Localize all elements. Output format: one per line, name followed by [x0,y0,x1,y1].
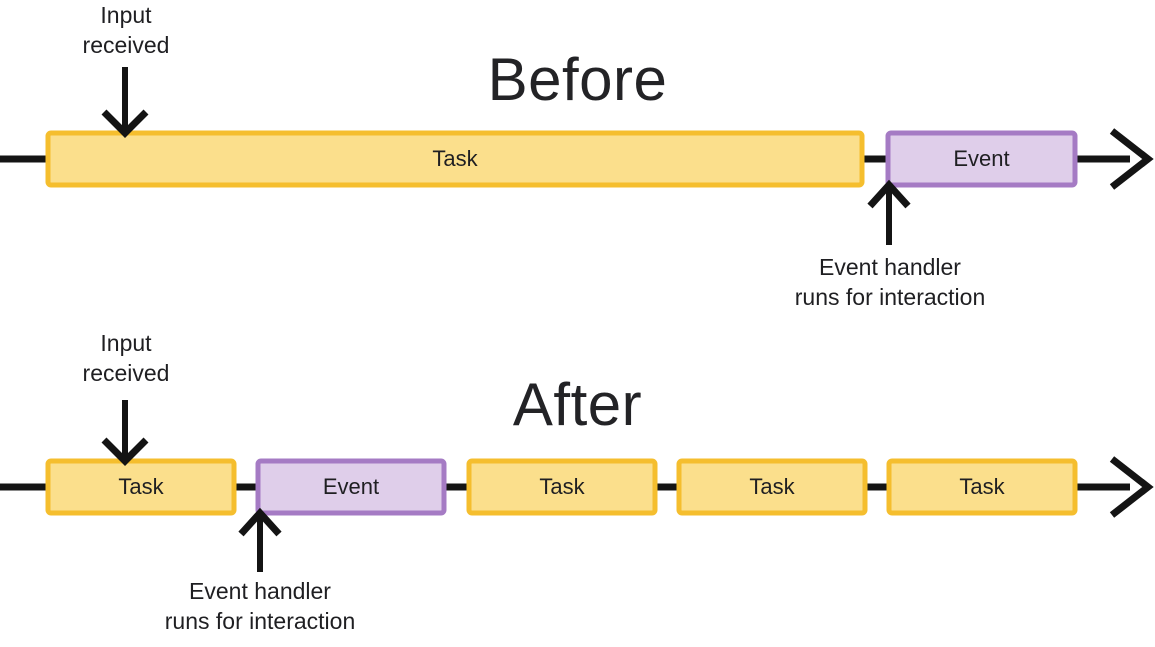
block-task-after-1[interactable] [45,458,237,516]
block-label-event-before-2: Event [953,146,1010,171]
block-label-task-before-1: Task [432,146,478,171]
section-title-after: After [512,371,643,438]
block-label-task-after-3: Task [539,474,585,499]
block-task-after-3[interactable] [676,458,868,516]
annotation-event-handler-before: Event handler runs for interaction [794,254,986,310]
block-task-after-4[interactable] [886,458,1078,516]
block-event-before-1[interactable] [885,130,1078,188]
arrow-head-handler-before [867,179,911,209]
block-label-task-after-1: Task [118,474,164,499]
section-title-before: Before [487,46,668,113]
arrow-head-input-before [101,109,149,138]
annotation-event-handler-after: Event handler runs for interaction [164,578,356,634]
block-event-after-1[interactable] [255,458,447,516]
block-task-after-2[interactable] [466,458,658,516]
block-label-task-after-4: Task [749,474,795,499]
block-label-task-after-5: Task [959,474,1005,499]
block-label-event-after-2: Event [322,474,380,499]
block-task-before-1[interactable] [45,130,865,188]
arrow-head-input-after [101,437,149,466]
timeline-arrowhead-after [1109,456,1154,518]
annotation-input-received-before: Input received [82,2,170,58]
annotation-input-received-after: Input received [82,330,170,386]
arrow-head-handler-after [238,507,282,537]
timeline-arrowhead-before [1109,128,1154,190]
